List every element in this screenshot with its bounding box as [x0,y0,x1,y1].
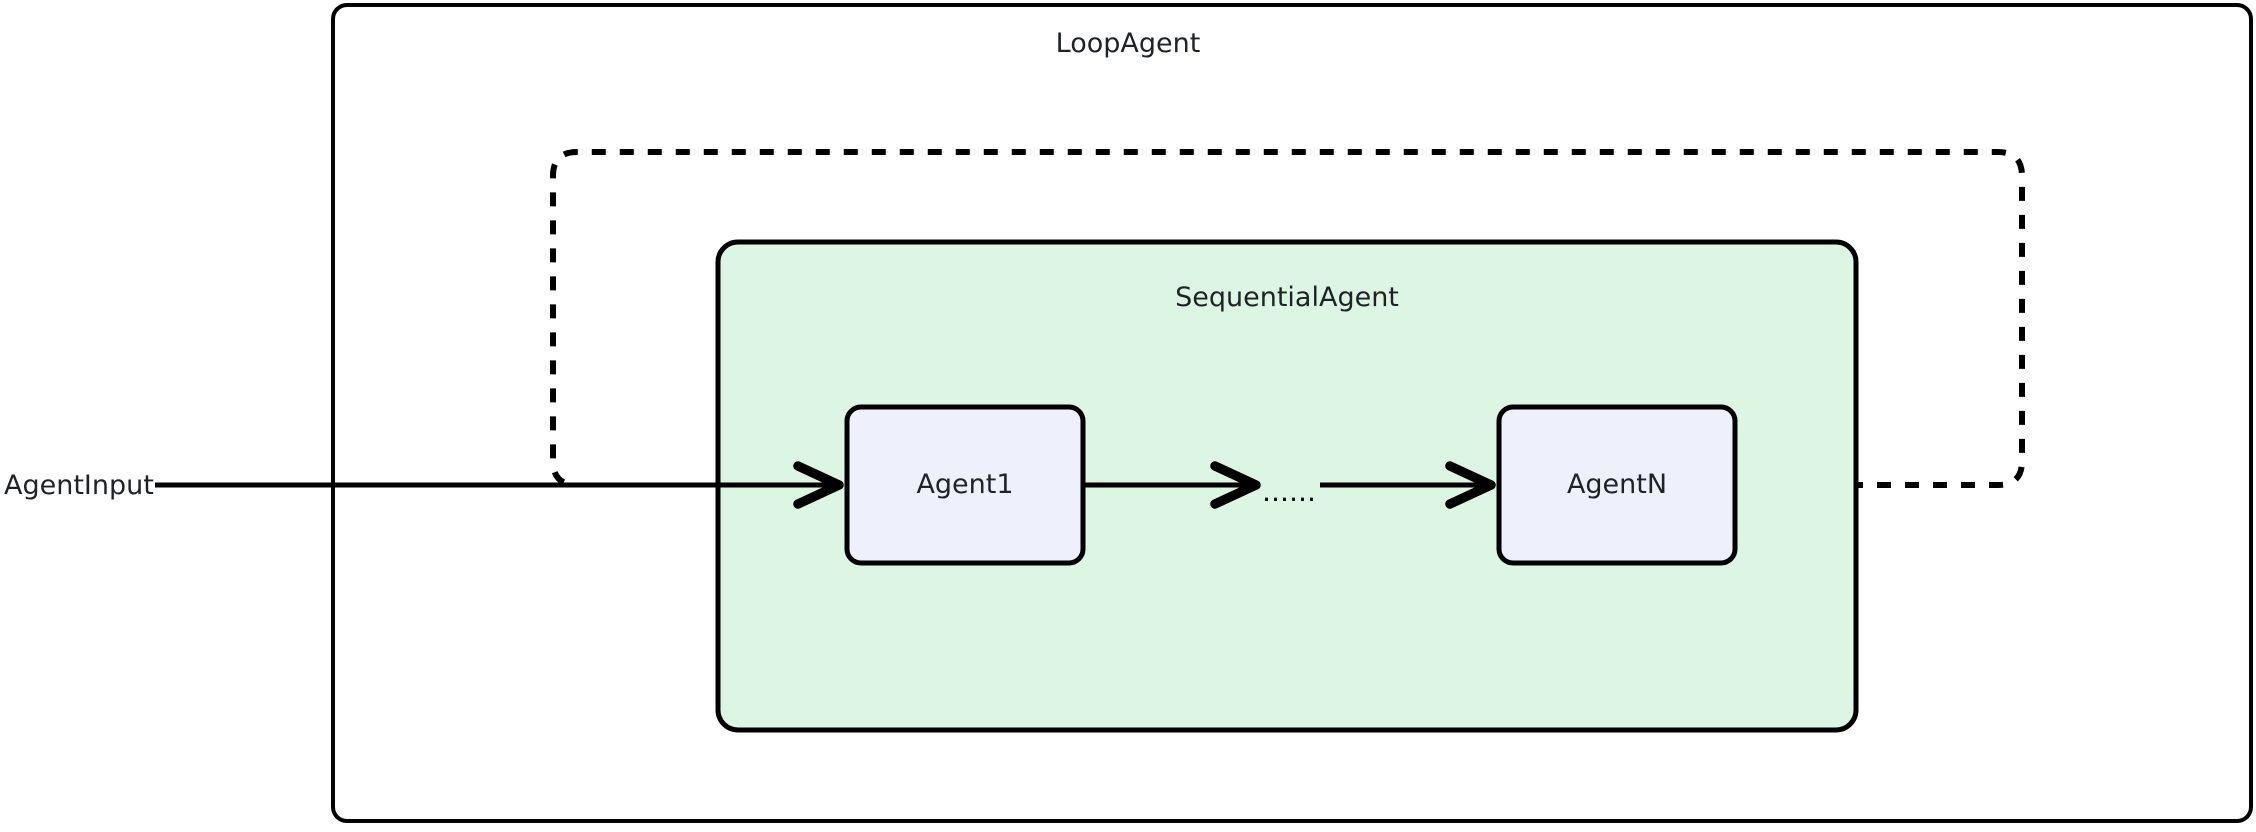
agent-input-label: AgentInput [4,470,154,501]
loop-agent-title: LoopAgent [1055,28,1201,59]
sequential-agent-title: SequentialAgent [1175,282,1399,313]
agent1-node-label: Agent1 [916,469,1014,500]
loopback-dashed-path [550,149,2025,488]
agent1-node[interactable] [844,404,1086,566]
agentn-node[interactable] [1496,404,1738,566]
ellipsis-label: …… [1262,477,1316,508]
agentn-node-label: AgentN [1566,469,1668,500]
